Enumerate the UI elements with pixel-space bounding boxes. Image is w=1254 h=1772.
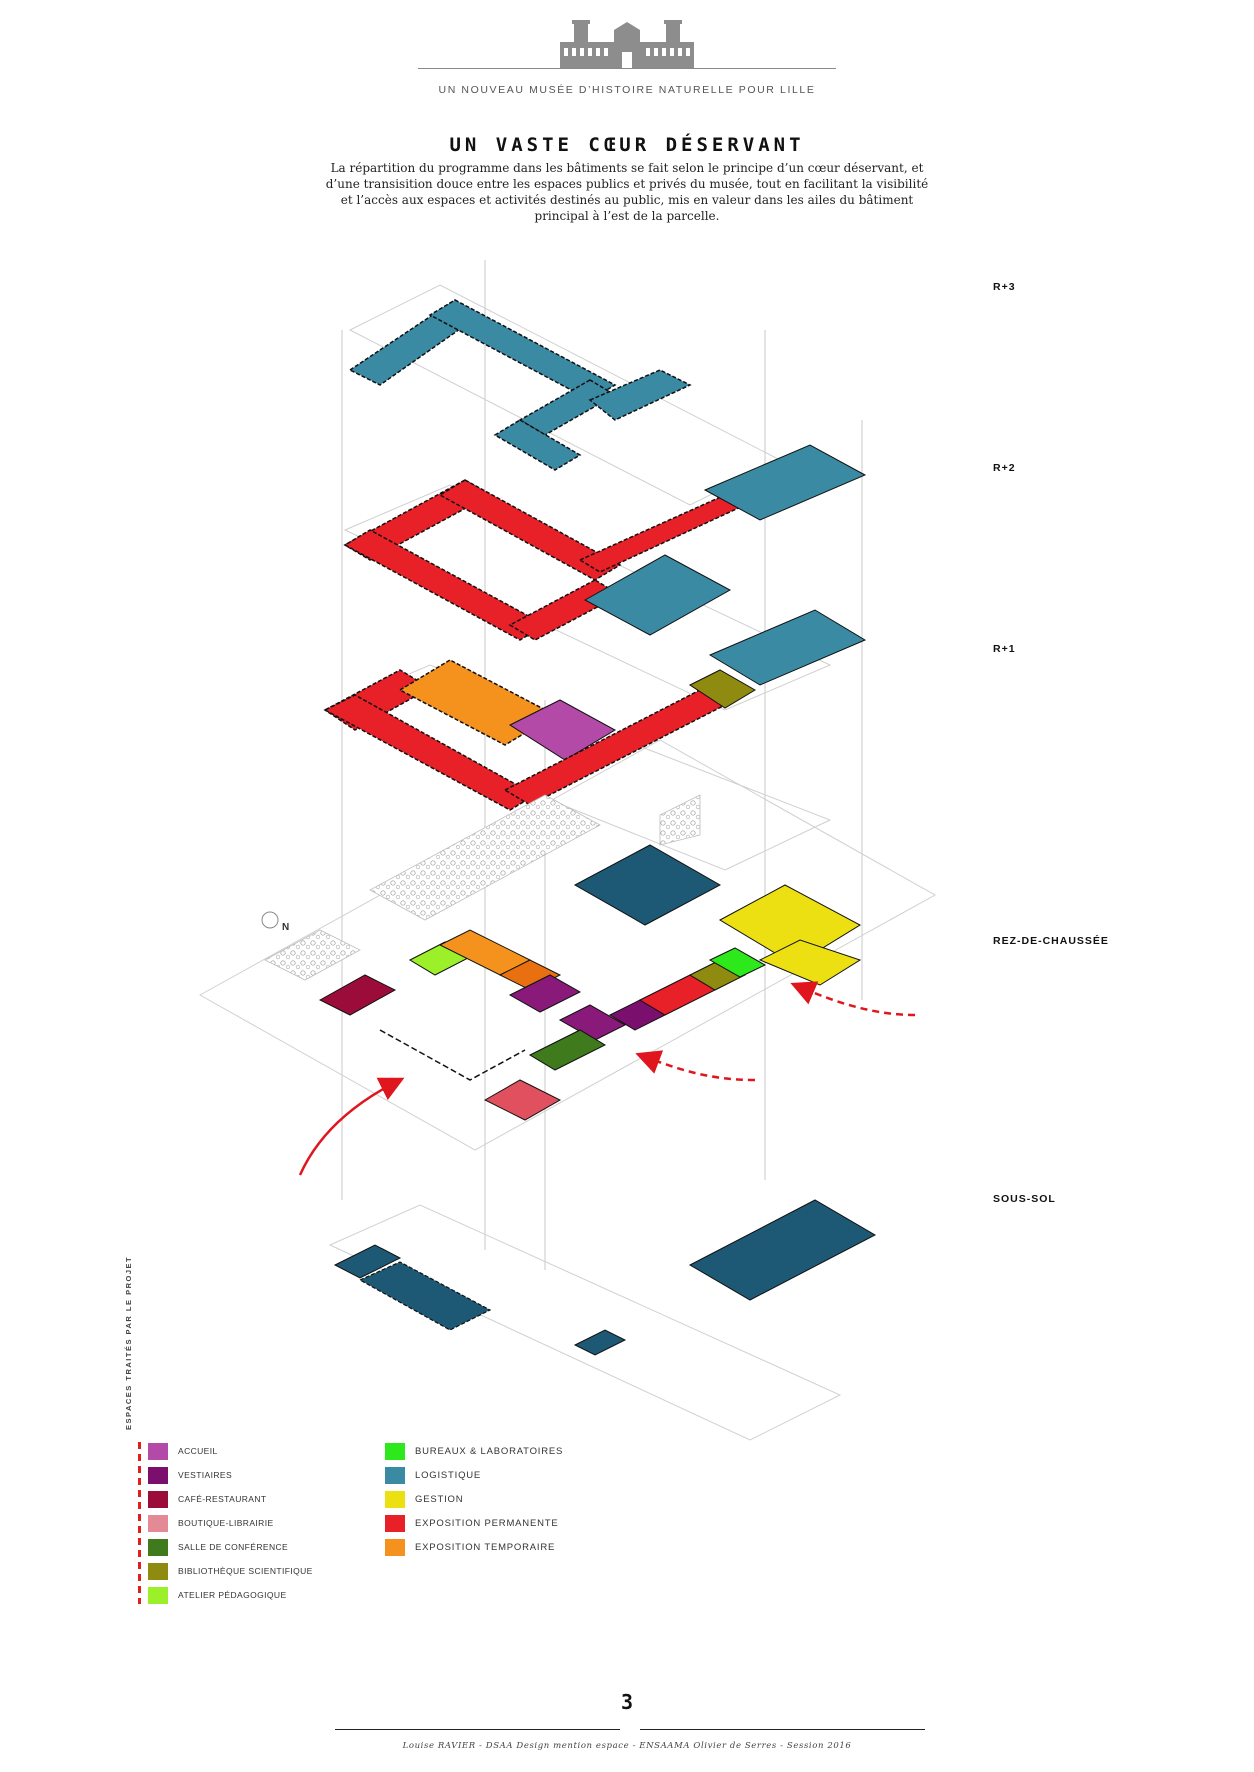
legend-label: BUREAUX & LABORATOIRES (415, 1445, 564, 1457)
floor-r3 (348, 284, 782, 506)
legend-item: ACCUEIL (148, 1439, 313, 1463)
legend-item: CAFÉ-RESTAURANT (148, 1487, 313, 1511)
legend-swatch (148, 1490, 168, 1508)
legend-swatch (148, 1442, 168, 1460)
legend-swatch (148, 1466, 168, 1484)
legend-item: LOGISTIQUE (385, 1463, 563, 1487)
footer-rule-right (640, 1729, 925, 1730)
museum-building-silhouette-icon (560, 20, 694, 68)
legend-label: GESTION (415, 1493, 464, 1505)
legend-label: BOUTIQUE-LIBRAIRIE (178, 1518, 274, 1528)
floor-r2 (343, 444, 867, 711)
legend-swatch (148, 1586, 168, 1604)
floor-r1 (323, 609, 867, 871)
legend-item: BOUTIQUE-LIBRAIRIE (148, 1511, 313, 1535)
legend-label: SALLE DE CONFÉRENCE (178, 1542, 289, 1552)
page-title: UN VASTE CŒUR DÉSERVANT (449, 134, 805, 156)
access-arrows (298, 981, 916, 1176)
legend-item: EXPOSITION PERMANENTE (385, 1511, 563, 1535)
legend-label: LOGISTIQUE (415, 1469, 482, 1481)
legend-swatch (148, 1562, 168, 1580)
legend-swatch (385, 1442, 405, 1460)
legend-label: BIBLIOTHÈQUE SCIENTIFIQUE (178, 1566, 313, 1576)
level-label-r1: R+1 (993, 643, 1016, 655)
legend-item: SALLE DE CONFÉRENCE (148, 1535, 313, 1559)
legend-label: ATELIER PÉDAGOGIQUE (178, 1590, 287, 1600)
legend-dashed-marker (138, 1442, 141, 1604)
footer-credits: Louise RAVIER - DSAA Design mention espa… (402, 1741, 852, 1751)
legend-label: VESTIAIRES (178, 1470, 233, 1480)
legend-item: VESTIAIRES (148, 1463, 313, 1487)
legend-label: CAFÉ-RESTAURANT (178, 1494, 267, 1504)
legend-label: EXPOSITION TEMPORAIRE (415, 1541, 556, 1553)
north-label: N (282, 922, 289, 933)
legend-swatch (385, 1514, 405, 1532)
level-label-r3: R+3 (993, 281, 1016, 293)
intro-paragraph: La répartition du programme dans les bât… (325, 161, 929, 223)
legend-item: EXPOSITION TEMPORAIRE (385, 1535, 563, 1559)
legend-label: ACCUEIL (178, 1446, 218, 1456)
legend-vertical-label: ESPACES TRAITÉS PAR LE PROJET (124, 1255, 133, 1430)
header-rule (418, 68, 836, 69)
level-label-r2: R+2 (993, 462, 1016, 474)
legend-item: ATELIER PÉDAGOGIQUE (148, 1583, 313, 1607)
floor-ss (328, 1199, 877, 1441)
floor-rdc: N (198, 739, 937, 1151)
legend-swatch (148, 1514, 168, 1532)
level-label-rdc: REZ-DE-CHAUSSÉE (993, 935, 1109, 947)
legend-item: BUREAUX & LABORATOIRES (385, 1439, 563, 1463)
footer-rule-left (335, 1729, 620, 1730)
legend-swatch (385, 1466, 405, 1484)
legend-item: BIBLIOTHÈQUE SCIENTIFIQUE (148, 1559, 313, 1583)
legend-label: EXPOSITION PERMANENTE (415, 1517, 559, 1529)
legend-swatch (385, 1490, 405, 1508)
page-number: 3 (620, 1690, 634, 1714)
level-label-ss: SOUS-SOL (993, 1193, 1056, 1205)
legend-column-2: BUREAUX & LABORATOIRES LOGISTIQUE GESTIO… (385, 1439, 563, 1559)
legend-swatch (148, 1538, 168, 1556)
legend-swatch (385, 1538, 405, 1556)
legend-item: GESTION (385, 1487, 563, 1511)
legend-column-1: ACCUEIL VESTIAIRES CAFÉ-RESTAURANT BOUTI… (148, 1439, 313, 1607)
header-subtitle: UN NOUVEAU MUSÉE D’HISTOIRE NATURELLE PO… (438, 84, 816, 96)
